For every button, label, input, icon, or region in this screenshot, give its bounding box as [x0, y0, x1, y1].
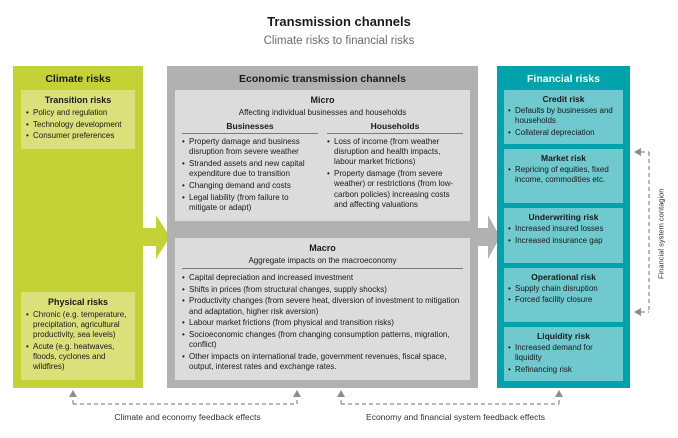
micro-columns: Businesses Property damage and business …	[182, 121, 463, 215]
climate-risks-column: Climate risks Transition risks Policy an…	[13, 66, 143, 388]
economic-transmission-column: Economic transmission channels Micro Aff…	[167, 66, 478, 388]
financial-system-contagion-label: Financial system contagion	[656, 188, 666, 280]
macro-subtitle: Aggregate impacts on the macroeconomy	[182, 256, 463, 269]
micro-subtitle: Affecting individual businesses and hous…	[238, 108, 407, 117]
micro-box: Micro Affecting individual businesses an…	[175, 90, 470, 221]
list-item: Forced facility closure	[508, 295, 619, 305]
financial-risks-column: Financial risks Credit risk Defaults by …	[497, 66, 630, 388]
households-header: Households	[327, 121, 463, 134]
list-item: Repricing of equities, fixed income, com…	[508, 165, 619, 185]
list-item: Shifts in prices (from structural change…	[182, 285, 463, 295]
underwriting-risk-title: Underwriting risk	[528, 212, 599, 223]
list-item: Capital depreciation and increased inves…	[182, 273, 463, 283]
operational-risk-title: Operational risk	[531, 271, 596, 282]
list-item: Defaults by businesses and households	[508, 106, 619, 126]
list-item: Stranded assets and new capital expendit…	[182, 159, 318, 179]
list-item: Increased demand for liquidity	[508, 343, 619, 363]
macro-title: Macro	[309, 242, 336, 253]
physical-risks-title: Physical risks	[47, 296, 109, 307]
financial-boxes: Credit risk Defaults by businesses and h…	[497, 90, 630, 388]
operational-risk-box: Operational risk Supply chain disruption…	[504, 267, 623, 322]
businesses-column: Businesses Property damage and business …	[182, 121, 318, 215]
businesses-header: Businesses	[182, 121, 318, 134]
list-item: Legal liability (from failure to mitigat…	[182, 193, 318, 213]
list-item: Increased insurance gap	[508, 236, 619, 246]
climate-risks-header: Climate risks	[45, 73, 111, 85]
diagram-title: Transmission channels	[267, 14, 411, 29]
financial-contagion-arrows	[634, 148, 650, 316]
list-item: Loss of income (from weather disruption …	[327, 137, 463, 168]
macro-box: Macro Aggregate impacts on the macroecon…	[175, 237, 470, 380]
spacer	[167, 221, 478, 238]
micro-title: Micro	[310, 95, 335, 105]
spacer	[13, 380, 143, 388]
spacer	[167, 380, 478, 388]
liquidity-risk-title: Liquidity risk	[537, 330, 590, 341]
spacer	[13, 149, 143, 291]
feedback-arrow-economy-financial	[337, 390, 563, 405]
list-item: Socioeconomic changes (from changing con…	[182, 330, 463, 350]
credit-risk-box: Credit risk Defaults by businesses and h…	[504, 90, 623, 145]
list-item: Policy and regulation	[26, 108, 130, 118]
list-item: Labour market frictions (from physical a…	[182, 318, 463, 328]
diagram-subtitle: Climate risks to financial risks	[263, 35, 415, 47]
physical-risks-box: Physical risks Chronic (e.g. temperature…	[21, 291, 135, 380]
list-item: Property damage (from severe weather) or…	[327, 169, 463, 210]
list-item: Technology development	[26, 120, 130, 130]
market-risk-box: Market risk Repricing of equities, fixed…	[504, 149, 623, 204]
list-item: Productivity changes (from severe heat, …	[182, 296, 463, 316]
economy-financial-feedback-label: Economy and financial system feedback ef…	[366, 412, 545, 422]
list-item: Increased insured losses	[508, 224, 619, 234]
households-column: Households Loss of income (from weather …	[327, 121, 463, 215]
transition-risks-title: Transition risks	[44, 95, 112, 105]
list-item: Acute (e.g. heatwaves, floods, cyclones …	[26, 342, 130, 373]
underwriting-risk-box: Underwriting risk Increased insured loss…	[504, 208, 623, 263]
list-item: Property damage and business disruption …	[182, 137, 318, 157]
list-item: Refinancing risk	[508, 365, 619, 375]
transition-risks-box: Transition risks Policy and regulation T…	[21, 90, 135, 150]
economic-transmission-header: Economic transmission channels	[239, 73, 406, 85]
market-risk-title: Market risk	[541, 153, 586, 164]
liquidity-risk-box: Liquidity risk Increased demand for liqu…	[504, 326, 623, 382]
list-item: Chronic (e.g. temperature, precipitation…	[26, 310, 130, 341]
financial-risks-header: Financial risks	[527, 73, 600, 85]
list-item: Supply chain disruption	[508, 284, 619, 294]
list-item: Other impacts on international trade, go…	[182, 352, 463, 372]
credit-risk-title: Credit risk	[542, 94, 585, 104]
list-item: Consumer preferences	[26, 131, 130, 141]
feedback-arrow-climate-economy	[69, 390, 301, 405]
list-item: Collateral depreciation	[508, 128, 619, 138]
list-item: Changing demand and costs	[182, 181, 318, 191]
climate-to-economic-arrow	[142, 215, 170, 259]
climate-economy-feedback-label: Climate and economy feedback effects	[114, 412, 261, 422]
